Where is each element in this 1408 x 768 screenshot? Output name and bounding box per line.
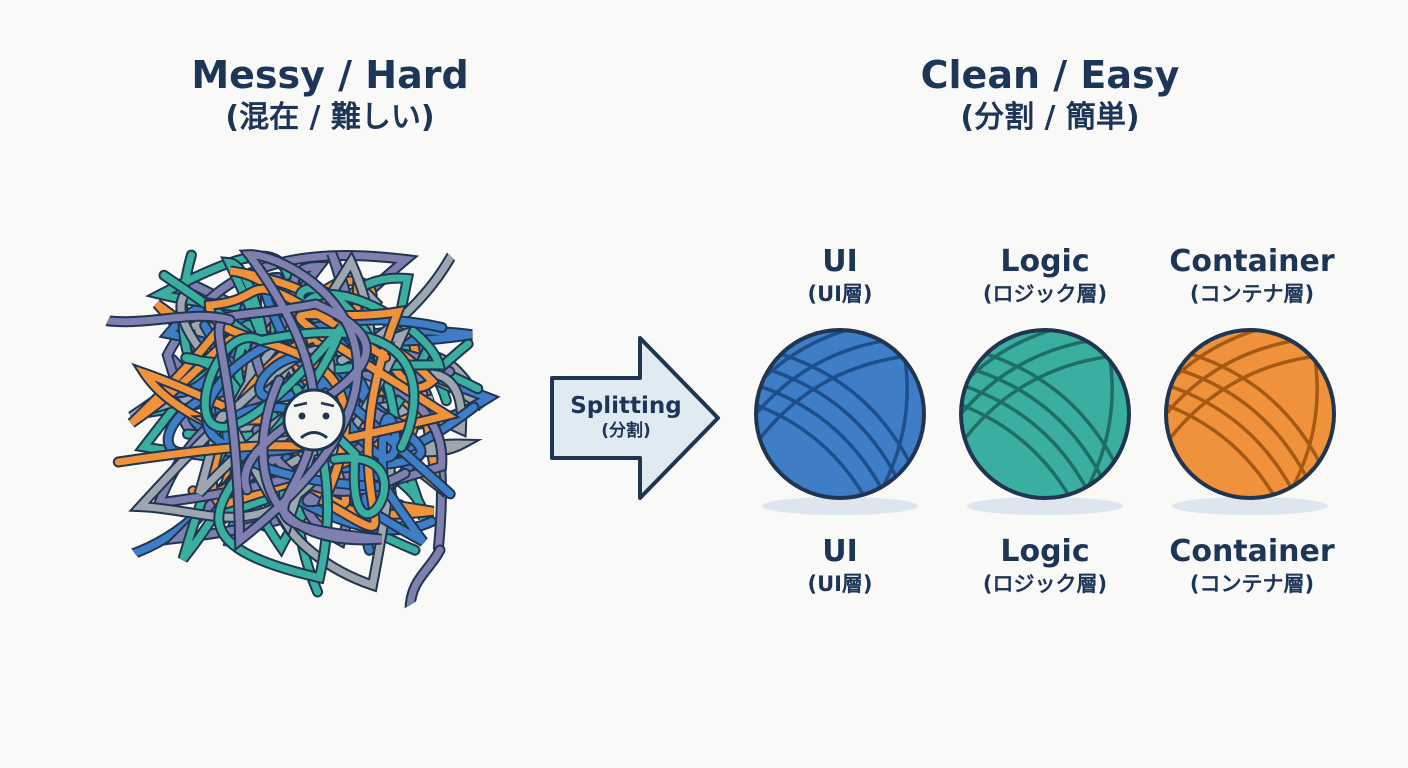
messy-subtitle: (混在 / 難しい) (225, 100, 435, 135)
arrow-shape (550, 336, 720, 500)
messy-title: Messy / Hard (191, 53, 469, 97)
arrow-label-en: Splitting (570, 393, 682, 419)
layer-name: Logic (1000, 244, 1090, 279)
yarn-wrap-line (1166, 330, 1334, 441)
layer-name: Container (1169, 534, 1335, 569)
ball-shadow (1172, 497, 1328, 515)
layer-name: UI (822, 534, 858, 569)
layer-name-ja: (ロジック層) (982, 282, 1108, 306)
clean-heading: Clean / Easy (分割 / 簡単) (850, 52, 1250, 138)
layer-name-ja: (UI層) (807, 282, 873, 306)
layer-name-ja: (UI層) (807, 572, 873, 596)
clean-subtitle: (分割 / 簡単) (960, 100, 1140, 135)
tangled-yarn-icon (87, 246, 501, 616)
yarn-ball-container-icon (1164, 328, 1336, 515)
layer-label-ui-bottom: UI (UI層) (730, 534, 950, 598)
arrow-label: Splitting (分割) (556, 392, 696, 442)
layer-label-logic-bottom: Logic (ロジック層) (935, 534, 1155, 598)
layer-name-ja: (コンテナ層) (1189, 282, 1315, 306)
worried-face-icon (282, 388, 346, 452)
layer-name: Logic (1000, 534, 1090, 569)
layer-name-ja: (ロジック層) (982, 572, 1108, 596)
layer-label-container-top: Container (コンテナ層) (1142, 244, 1362, 308)
layer-label-ui-top: UI (UI層) (730, 244, 950, 308)
layer-label-logic-top: Logic (ロジック層) (935, 244, 1155, 308)
yarn-wrap-line (961, 388, 1094, 498)
ball-outline (754, 328, 926, 500)
layer-name: Container (1169, 244, 1335, 279)
ball-outline (1164, 328, 1336, 500)
messy-heading: Messy / Hard (混在 / 難しい) (130, 52, 530, 138)
ball-shadow (967, 497, 1123, 515)
layer-name: UI (822, 244, 858, 279)
yarn-ball-ui-icon (754, 328, 926, 515)
clean-title: Clean / Easy (920, 53, 1180, 97)
yarn-ball-logic-icon (959, 328, 1131, 515)
arrow-label-ja: (分割) (601, 421, 651, 441)
yarn-strand (88, 312, 234, 326)
yarn-strand (215, 251, 382, 548)
yarn-strand (406, 546, 444, 614)
yarn-wrap-line (756, 330, 924, 441)
ball-outline (959, 328, 1131, 500)
yarn-wrap-line (756, 388, 889, 498)
right-arrow-icon (550, 336, 720, 500)
yarn-wrap-line (1166, 388, 1299, 498)
yarn-wrap-line (961, 330, 1129, 441)
layer-name-ja: (コンテナ層) (1189, 572, 1315, 596)
layer-label-container-bottom: Container (コンテナ層) (1142, 534, 1362, 598)
ball-shadow (762, 497, 918, 515)
